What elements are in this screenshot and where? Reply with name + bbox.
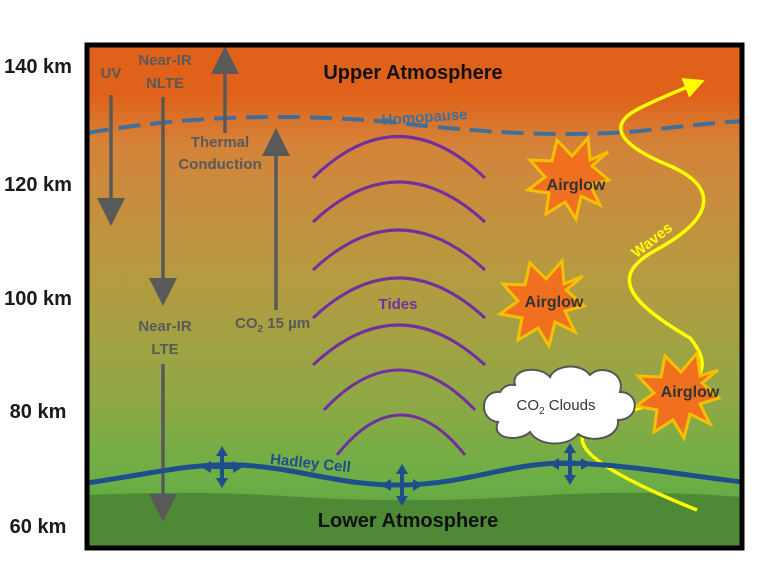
- near-ir-lte-label-line1: Near-IR: [138, 318, 192, 335]
- upper-atmosphere-title: Upper Atmosphere: [323, 62, 502, 84]
- tide-arc-6: [322, 368, 477, 412]
- upper-atmosphere-band: [87, 45, 742, 96]
- altitude-label-80: 80 km: [10, 401, 67, 423]
- tides-waves: [311, 135, 487, 456]
- thermal-conduction-label-line2: Conduction: [178, 156, 261, 173]
- cloud-icon: [483, 365, 636, 445]
- tide-arc-7: [335, 413, 467, 456]
- tide-arc-5: [311, 323, 487, 367]
- airglow-label-1: Airglow: [547, 177, 606, 194]
- airglow-star-icon: [496, 257, 588, 350]
- co2-clouds-label: CO2 Clouds: [517, 397, 596, 417]
- near-ir-lte-label-line2: LTE: [151, 341, 178, 358]
- uv-label: UV: [101, 65, 122, 82]
- airglow-burst-1: Airglow: [524, 134, 613, 223]
- homopause-label: Homopause: [381, 106, 468, 129]
- thermal-conduction-label-line1: Thermal: [191, 134, 249, 151]
- airglow-burst-2: Airglow: [496, 257, 588, 350]
- altitude-label-140: 140 km: [4, 56, 72, 78]
- cross-arrow-icon: [549, 443, 591, 485]
- airglow-burst-3: Airglow: [632, 349, 722, 442]
- diagram-frame: [84, 42, 745, 551]
- near-ir-nlte-label-line2: NLTE: [146, 75, 184, 92]
- lower-atmosphere-band: [87, 492, 742, 548]
- co2-15um-label: CO2 15 µm: [235, 315, 310, 335]
- tide-arc-3: [311, 228, 487, 272]
- airglow-star-icon: [632, 349, 722, 442]
- tide-arc-1: [311, 135, 487, 180]
- altitude-label-60: 60 km: [10, 516, 67, 538]
- co2-clouds: CO2 Clouds: [483, 365, 636, 445]
- airglow-star-icon: [524, 134, 613, 223]
- tide-arc-4: [311, 276, 487, 320]
- near-ir-nlte-label-line1: Near-IR: [138, 52, 192, 69]
- homopause-line: [86, 115, 743, 136]
- airglow-label-3: Airglow: [661, 384, 720, 401]
- hadley-cell-crosses: [201, 443, 591, 506]
- altitude-label-120: 120 km: [4, 174, 72, 196]
- altitude-label-100: 100 km: [4, 288, 72, 310]
- tide-arc-2: [311, 180, 487, 224]
- cross-arrow-icon: [201, 446, 243, 488]
- lower-atmosphere-title: Lower Atmosphere: [318, 510, 498, 532]
- airglow-label-2: Airglow: [525, 294, 584, 311]
- tides-label: Tides: [379, 296, 418, 313]
- cross-arrow-icon: [381, 464, 423, 506]
